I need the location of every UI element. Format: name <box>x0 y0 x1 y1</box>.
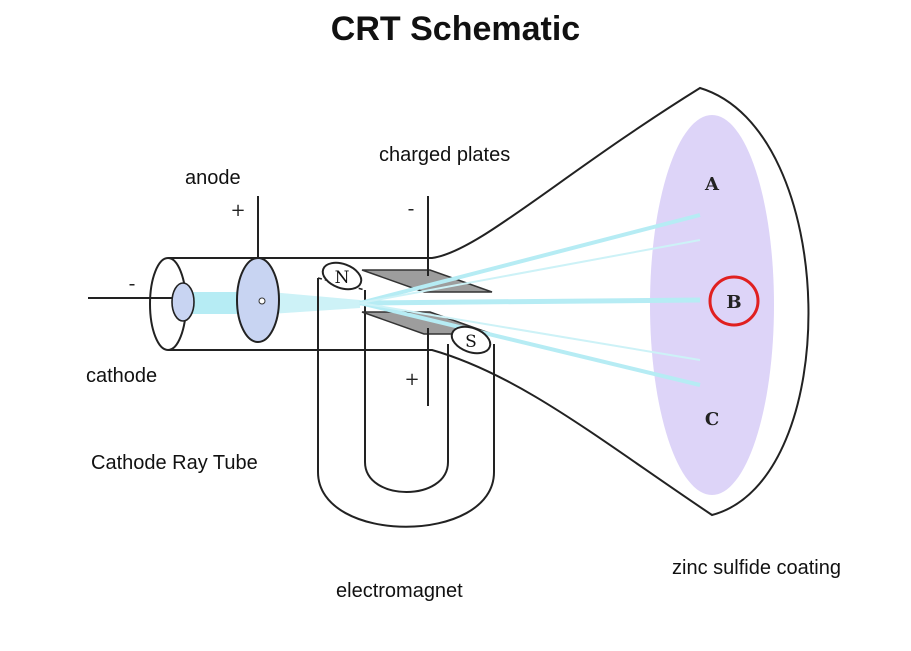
cathode-ray-tube-label: Cathode Ray Tube <box>91 452 258 474</box>
charged-plates-label: charged plates <box>379 144 511 166</box>
tube-outline <box>168 86 810 517</box>
electron-beam-taper <box>270 292 360 314</box>
top-charged-plate <box>361 269 493 293</box>
cathode-label: cathode <box>86 365 158 387</box>
zinc-sulfide-coating-label: zinc sulfide coating <box>672 557 841 579</box>
electromagnet-body <box>317 278 495 528</box>
north-pole <box>321 261 363 291</box>
point-a-label: A <box>704 174 720 195</box>
cathode-disc <box>171 282 195 322</box>
electromagnet-inner <box>364 290 449 493</box>
cathode-minus-sign: - <box>129 271 136 295</box>
phosphor-screen <box>650 115 774 495</box>
beam-to-b <box>359 297 701 306</box>
anode-disc <box>236 257 280 343</box>
highlight-circle-b <box>708 275 760 327</box>
top-plate-minus-sign: - <box>408 196 415 220</box>
anode-plus-sign: + <box>230 200 245 221</box>
beam-to-a-2 <box>359 239 701 304</box>
beam-to-c <box>359 301 701 387</box>
bottom-plate-plus-sign: + <box>404 369 419 390</box>
north-pole-label: N <box>335 268 350 288</box>
anode-aperture <box>258 297 266 305</box>
anode-label: anode <box>185 167 241 189</box>
south-pole-label: S <box>465 332 477 352</box>
south-pole <box>450 325 492 355</box>
point-b-label: B <box>726 292 741 313</box>
electromagnet-label: electromagnet <box>336 580 463 602</box>
point-c-label: C <box>705 409 719 430</box>
beam-to-c-2 <box>359 302 701 361</box>
beam-to-a <box>359 213 701 305</box>
page-title: CRT Schematic <box>330 10 581 48</box>
